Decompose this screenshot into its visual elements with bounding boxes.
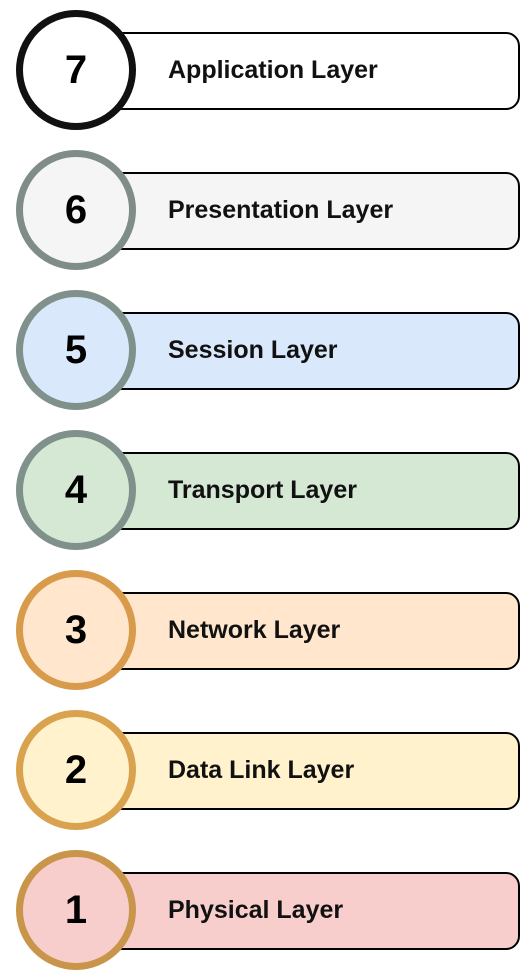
layer-7: Application Layer 7	[14, 8, 520, 132]
layer-label: Transport Layer	[168, 476, 357, 504]
layer-label: Application Layer	[168, 56, 378, 84]
layer-number-circle: 7	[16, 10, 136, 130]
layer-bar	[76, 732, 520, 810]
layer-bar	[76, 32, 520, 110]
layer-label: Network Layer	[168, 616, 341, 644]
layer-number-circle: 4	[16, 430, 136, 550]
layer-label: Session Layer	[168, 336, 338, 364]
layer-label: Physical Layer	[168, 896, 344, 924]
layer-2: Data Link Layer 2	[14, 708, 520, 832]
layer-bar	[76, 452, 520, 530]
layer-label: Data Link Layer	[168, 756, 355, 784]
layer-bar	[76, 872, 520, 950]
layer-number-circle: 3	[16, 570, 136, 690]
layer-number-circle: 6	[16, 150, 136, 270]
layer-6: Presentation Layer 6	[14, 148, 520, 272]
layer-4: Transport Layer 4	[14, 428, 520, 552]
layer-number-circle: 1	[16, 850, 136, 970]
layer-bar	[76, 312, 520, 390]
layer-label: Presentation Layer	[168, 196, 394, 224]
layer-number-circle: 2	[16, 710, 136, 830]
layer-1: Physical Layer 1	[14, 848, 520, 972]
layer-bar	[76, 592, 520, 670]
layer-3: Network Layer 3	[14, 568, 520, 692]
layer-number-circle: 5	[16, 290, 136, 410]
layer-5: Session Layer 5	[14, 288, 520, 412]
